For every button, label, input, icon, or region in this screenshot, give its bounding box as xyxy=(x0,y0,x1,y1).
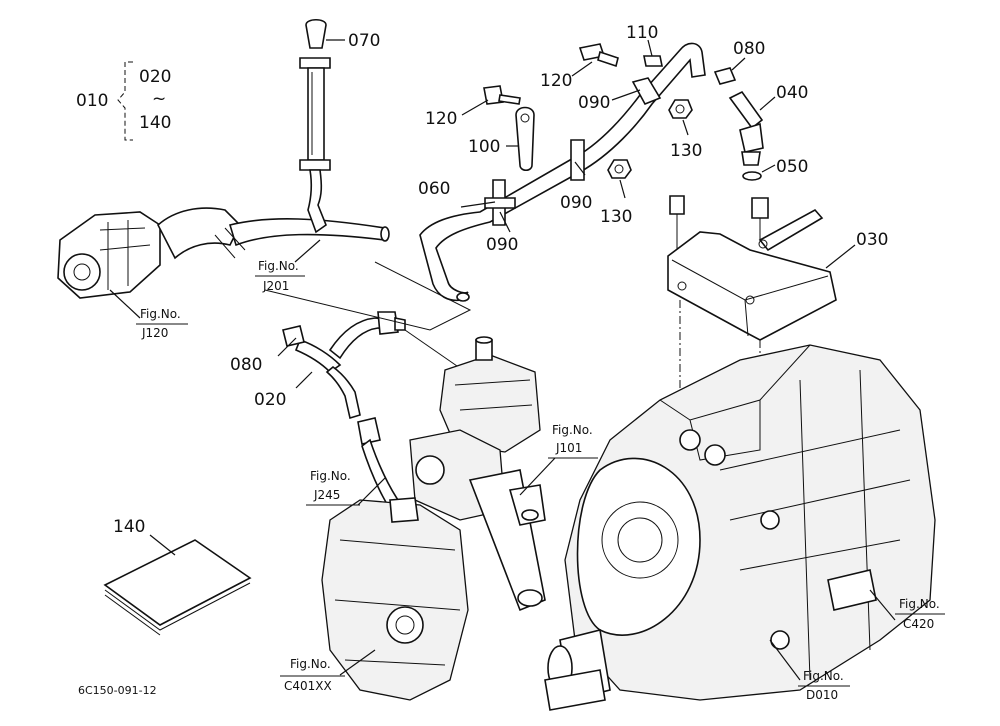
leader-090-low xyxy=(499,211,511,233)
label-030: 030 xyxy=(856,230,888,250)
label-100: 100 xyxy=(468,137,500,157)
figref-j120[interactable]: Fig.No. J120 xyxy=(109,289,188,340)
clamp-080-upper: 080 xyxy=(713,39,765,85)
leader-090-top xyxy=(611,89,641,101)
label-020-range: 020 xyxy=(139,67,171,87)
label-090-top: 090 xyxy=(578,93,610,113)
banjo-bolt-110: 110 xyxy=(626,23,663,67)
figref-c420-number: C420 xyxy=(903,617,934,631)
label-130-upper: 130 xyxy=(670,141,702,161)
figref-j101-label: Fig.No. xyxy=(552,423,593,437)
figref-c401xx[interactable]: Fig.No. C401XX xyxy=(280,649,376,693)
bracket-030: 030 xyxy=(667,195,888,341)
label-080-upper: 080 xyxy=(733,39,765,59)
elbow-fitting-040: 040 xyxy=(728,83,808,166)
label-060: 060 xyxy=(418,179,450,199)
figref-j245[interactable]: Fig.No. J245 xyxy=(306,469,386,506)
connection-line xyxy=(264,261,472,331)
plate-100: 100 xyxy=(468,106,535,172)
transmission-case-illustration xyxy=(544,344,936,711)
nut-130-upper: 130 xyxy=(668,99,702,161)
figref-c401xx-number: C401XX xyxy=(284,679,332,693)
label-080-lower: 080 xyxy=(230,355,262,375)
pipe-020-assembly: 080 020 xyxy=(230,311,412,524)
hydraulic-pump-illustration xyxy=(57,207,390,299)
label-020: 020 xyxy=(254,390,286,410)
figref-j101[interactable]: Fig.No. J101 xyxy=(519,423,598,496)
figref-j245-label: Fig.No. xyxy=(310,469,351,483)
label-090-low: 090 xyxy=(486,235,518,255)
label-070: 070 xyxy=(348,31,380,51)
figref-c401xx-label: Fig.No. xyxy=(290,657,331,671)
figref-j201-number: J201 xyxy=(262,279,289,293)
label-140-range: 140 xyxy=(139,113,171,133)
manual-140: 140 xyxy=(103,517,252,636)
figref-c420-label: Fig.No. xyxy=(899,597,940,611)
drawing-code: 6C150-091-12 xyxy=(78,684,157,697)
figref-j101-number: J101 xyxy=(555,441,582,455)
figref-j245-number: J245 xyxy=(313,488,340,502)
figref-d010[interactable]: Fig.No. D010 xyxy=(769,639,850,702)
nut-130-lower: 130 xyxy=(600,159,632,227)
bolt-120-lower: 120 xyxy=(425,85,521,129)
label-120-lower: 120 xyxy=(425,109,457,129)
leader-090-mid xyxy=(574,161,586,176)
figref-d010-label: Fig.No. xyxy=(803,669,844,683)
figref-j120-label: Fig.No. xyxy=(140,307,181,321)
label-050: 050 xyxy=(776,157,808,177)
label-120-upper: 120 xyxy=(540,71,572,91)
label-040: 040 xyxy=(776,83,808,103)
figref-d010-number: D010 xyxy=(806,688,838,702)
group-bracket: 010 020 ~ 140 xyxy=(76,61,171,141)
figref-j120-number: J120 xyxy=(141,326,168,340)
o-ring-050: 050 xyxy=(742,157,808,181)
hose-070-assembly: 070 xyxy=(299,18,380,234)
label-010: 010 xyxy=(76,91,108,111)
label-110: 110 xyxy=(626,23,658,43)
bolt-120-upper: 120 xyxy=(540,43,619,91)
label-130-lower: 130 xyxy=(600,207,632,227)
rear-housing-illustration xyxy=(321,497,469,701)
figref-j201-label: Fig.No. xyxy=(258,259,299,273)
label-140: 140 xyxy=(113,517,145,537)
label-090-mid: 090 xyxy=(560,193,592,213)
label-tilde: ~ xyxy=(152,89,166,109)
figref-c420[interactable]: Fig.No. C420 xyxy=(869,589,945,631)
figref-j201[interactable]: Fig.No. J201 xyxy=(255,239,321,293)
